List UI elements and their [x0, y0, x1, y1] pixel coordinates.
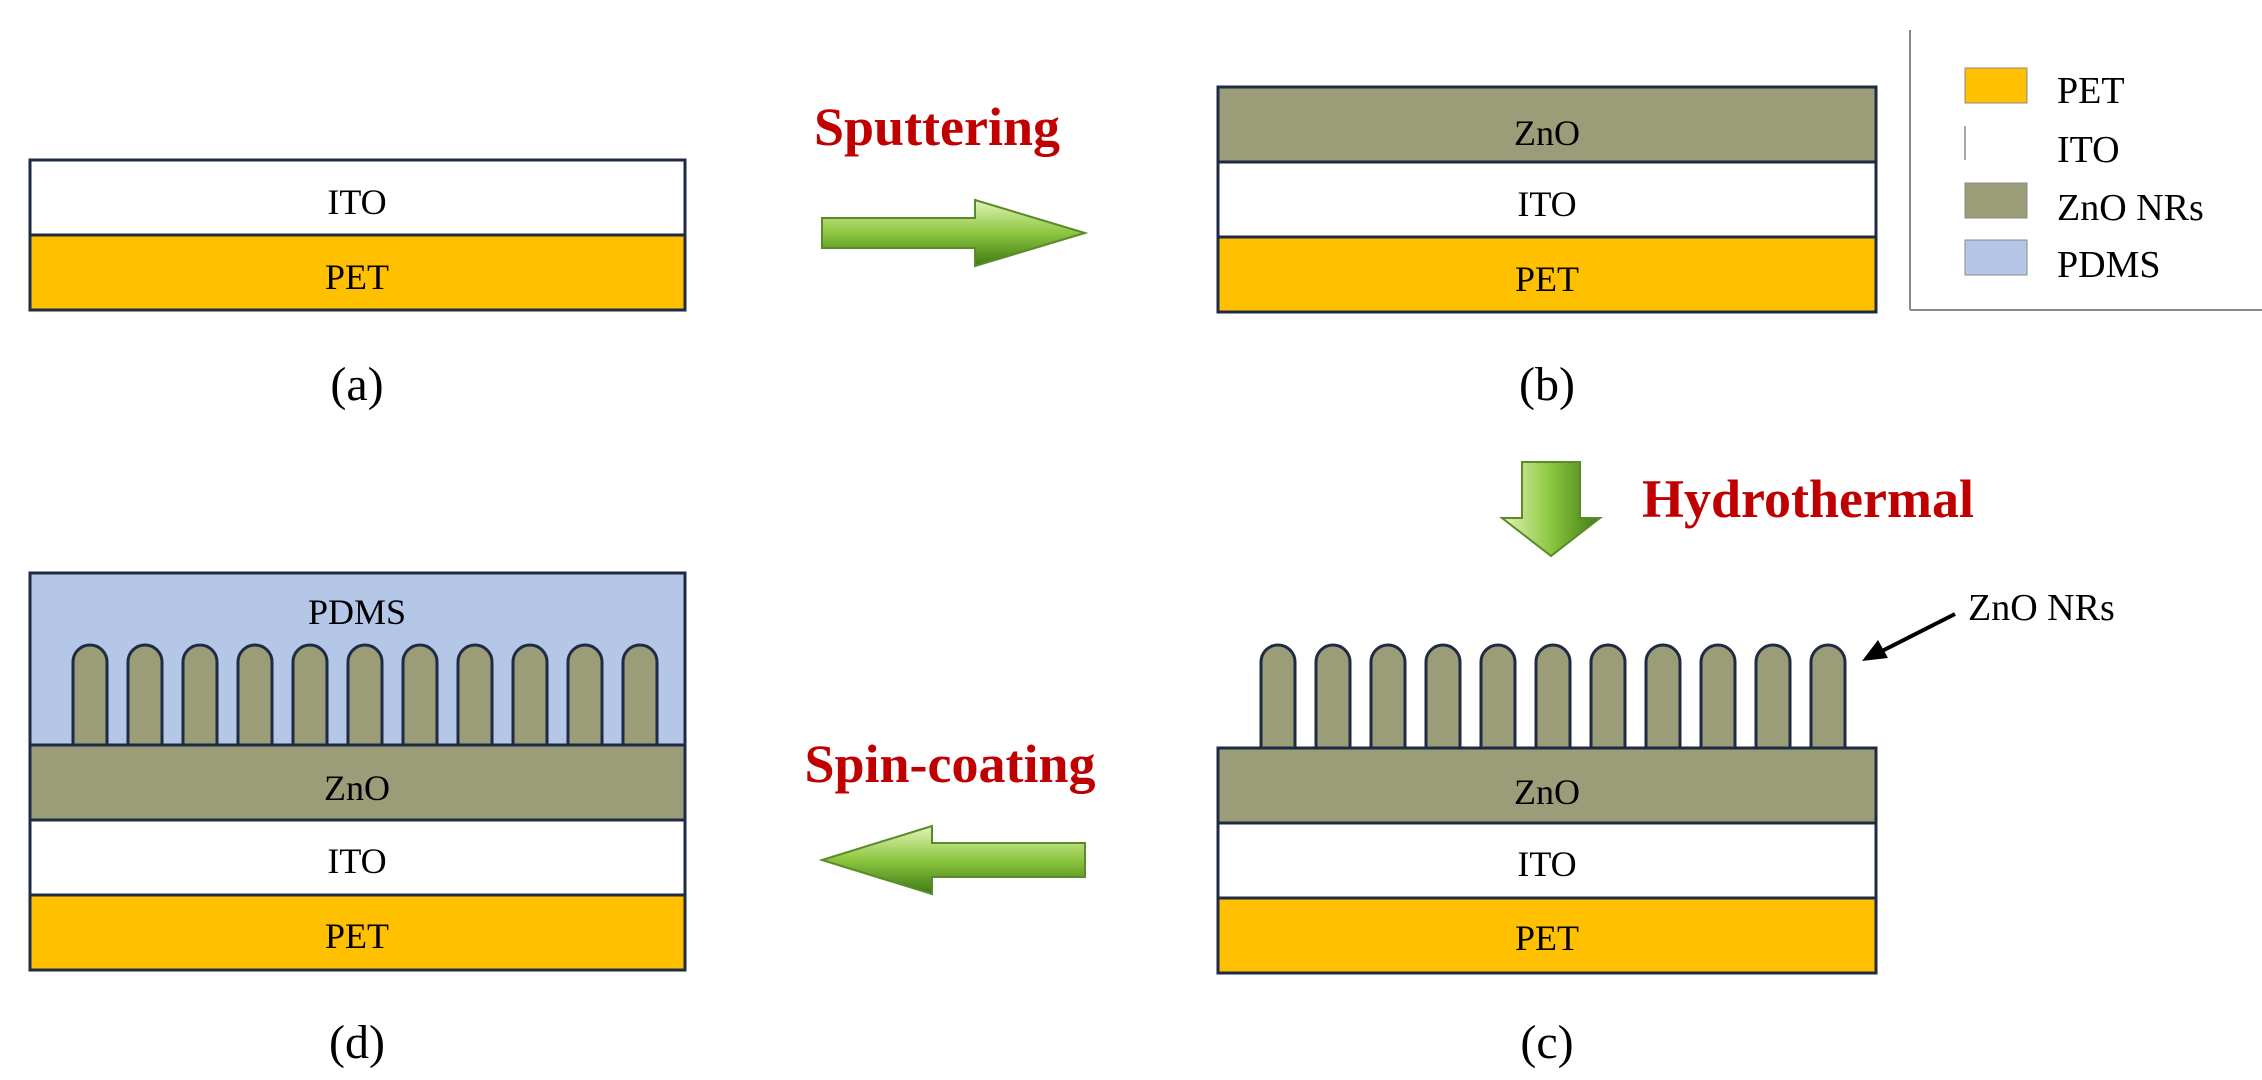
callout-label-zno-nrs: ZnO NRs [1968, 587, 2115, 629]
nanorod [1424, 643, 1462, 751]
step-spin-coating: Spin-coating [804, 734, 1095, 794]
panel-c: ZnO ITO PET (c) [1216, 643, 1878, 1069]
zno-label: ZnO [1514, 772, 1580, 812]
pet-label: PET [1515, 259, 1579, 299]
nanorod [1534, 643, 1572, 751]
pet-layer [1216, 896, 1878, 975]
legend-swatch-pdms [1964, 239, 2028, 276]
ito-label: ITO [1517, 844, 1576, 884]
step-hydrothermal: Hydrothermal [1642, 469, 1974, 529]
pet-layer [28, 233, 687, 312]
step-sputtering: Sputtering [814, 97, 1060, 157]
pdms-label: PDMS [308, 592, 406, 632]
nanorod [1259, 643, 1297, 751]
nanorod [1754, 643, 1792, 751]
nanorod [181, 643, 219, 748]
panel-label-a: (a) [330, 358, 383, 411]
panel-a: ITO PET (a) [28, 158, 687, 411]
green-block-arrow-icon [818, 824, 1086, 896]
nanorod [346, 643, 384, 748]
nanorod [236, 643, 274, 748]
nanorod [1479, 643, 1517, 751]
pet-label: PET [325, 257, 389, 297]
legend-item-pet: PET [1964, 67, 2125, 112]
legend: PET ITO ZnO NRs PDMS [1909, 30, 2262, 311]
zno-label: ZnO [324, 768, 390, 808]
ito-label: ITO [327, 841, 386, 881]
legend-label-ito: ITO [2057, 129, 2120, 171]
legend-label-zno-nrs: ZnO NRs [2057, 187, 2204, 229]
nanorod [71, 643, 109, 748]
panel-label-c: (c) [1520, 1016, 1573, 1069]
zno-layer [28, 743, 687, 822]
nanorod [291, 643, 329, 748]
legend-item-zno-nrs: ZnO NRs [1964, 182, 2204, 229]
zno-layer [1216, 746, 1878, 825]
legend-swatch-zno-nrs [1964, 182, 2028, 219]
legend-label-pet: PET [2057, 70, 2125, 112]
nanorod [1589, 643, 1627, 751]
nanorod [621, 643, 659, 748]
legend-swatch-pet [1964, 67, 2028, 104]
pet-layer [1216, 235, 1878, 314]
ito-layer [1216, 160, 1878, 239]
nanorod [566, 643, 604, 748]
nanorod [456, 643, 494, 748]
nanorod [1314, 643, 1352, 751]
pointer-arrow-icon [1862, 612, 1956, 661]
nanorod [511, 643, 549, 748]
ito-label: ITO [1517, 184, 1576, 224]
legend-item-ito: ITO [1964, 126, 2120, 171]
ito-layer [28, 818, 687, 897]
zno-label: ZnO [1514, 113, 1580, 153]
nanorod [126, 643, 164, 748]
nanorod [1809, 643, 1847, 751]
nanorod-array [1259, 643, 1847, 751]
green-block-arrow-icon [821, 198, 1089, 268]
pet-label: PET [1515, 918, 1579, 958]
nanorod [1699, 643, 1737, 751]
legend-item-pdms: PDMS [1964, 239, 2161, 286]
nanorod [1369, 643, 1407, 751]
panel-label-d: (d) [329, 1016, 385, 1069]
green-block-arrow-icon [1499, 461, 1603, 558]
nanorod [1644, 643, 1682, 751]
nanorod [401, 643, 439, 748]
ito-layer [28, 158, 687, 237]
nanorod-array [71, 643, 659, 748]
pet-label: PET [325, 916, 389, 956]
pet-layer [28, 893, 687, 972]
panel-b: ZnO ITO PET (b) [1216, 85, 1878, 411]
legend-label-pdms: PDMS [2057, 244, 2161, 286]
ito-label: ITO [327, 182, 386, 222]
panel-label-b: (b) [1519, 358, 1575, 411]
panel-d: PDMS ZnO ITO PET (d) [28, 571, 687, 1069]
